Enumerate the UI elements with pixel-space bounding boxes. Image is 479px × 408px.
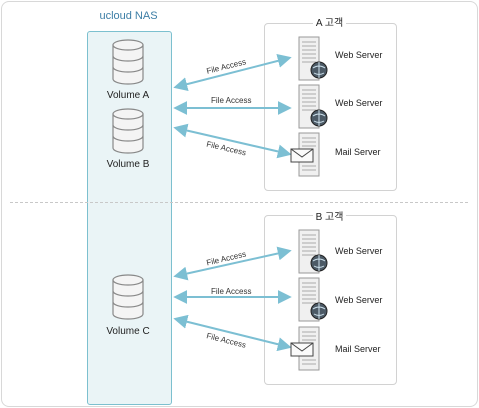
database-icon	[112, 39, 144, 85]
arrow-4	[173, 246, 292, 281]
customer-group-a-title: A 고객	[264, 14, 395, 29]
server-label-b1: Web Server	[335, 246, 383, 256]
server-label-a2: Web Server	[335, 98, 383, 108]
mail-server-icon	[290, 132, 320, 177]
nas-container	[87, 31, 172, 405]
database-icon	[112, 108, 144, 154]
web-server-icon	[298, 277, 328, 322]
database-icon	[112, 274, 144, 320]
section-divider	[10, 202, 468, 203]
server-label-b2: Web Server	[335, 295, 383, 305]
server-label-a3: Mail Server	[335, 147, 381, 157]
web-server-icon	[298, 229, 328, 274]
server-label-a1: Web Server	[335, 50, 383, 60]
customer-group-b-title: B 고객	[264, 208, 395, 223]
arrow-1	[173, 54, 292, 91]
volume-a-label: Volume A	[106, 90, 150, 101]
arrow-label-5: File Access	[211, 287, 252, 296]
web-server-icon	[298, 84, 328, 129]
arrow-6	[173, 314, 292, 352]
volume-c-label: Volume C	[106, 326, 150, 337]
nas-title: ucloud NAS	[99, 10, 158, 22]
arrow-label-2: File Access	[211, 96, 252, 105]
arrow-3	[173, 123, 292, 159]
server-label-b3: Mail Server	[335, 344, 381, 354]
volume-b-label: Volume B	[106, 159, 150, 170]
mail-server-icon	[290, 326, 320, 371]
web-server-icon	[298, 36, 328, 81]
